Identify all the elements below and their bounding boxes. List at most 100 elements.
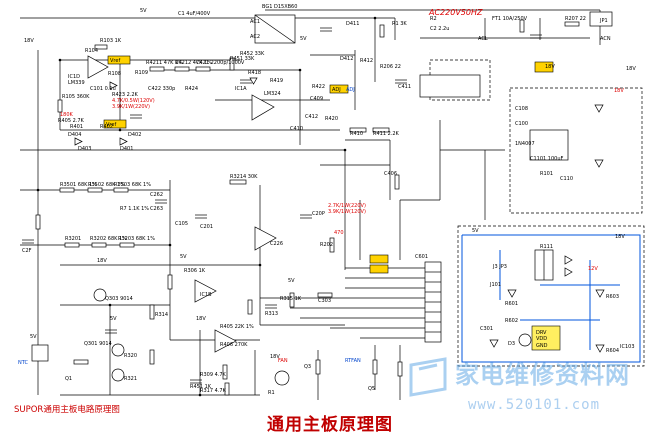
component-label: C410 xyxy=(290,126,303,132)
transformer-t1 xyxy=(534,249,554,281)
resistor xyxy=(289,292,295,308)
red-note: 12V xyxy=(588,266,598,272)
component-label: R4211 47K 1% xyxy=(146,60,183,66)
red-note: 3.9K/1W(220V) xyxy=(112,104,150,110)
component-label: R604 xyxy=(606,348,619,354)
junction-dot xyxy=(36,188,40,192)
blue-tag: ADJ xyxy=(346,87,355,93)
component-label: R4212 47K 1% xyxy=(175,60,212,66)
component-label: R108 xyxy=(108,71,121,77)
component-label: R452 33K xyxy=(240,51,265,57)
component-label: R320 xyxy=(124,353,137,359)
component-label: C409 xyxy=(310,96,323,102)
diode xyxy=(109,81,118,90)
component-label: C201 xyxy=(200,224,213,230)
component-label: R3201 xyxy=(65,236,81,242)
watermark-logo-icon xyxy=(409,357,447,397)
component-label: 1N4007 xyxy=(515,141,535,147)
tag-adj xyxy=(329,84,349,94)
component-label: C1 4uF/400V xyxy=(178,11,211,17)
component-label: ACL xyxy=(478,36,488,42)
red-note: 4.7K/0.5W(120V) xyxy=(112,98,155,104)
component-label: D401 xyxy=(120,146,133,152)
component-label: R314 xyxy=(155,312,168,318)
power-label: 5V xyxy=(110,316,117,322)
opamp-ic1c xyxy=(214,329,237,353)
component-label: R3503 68K 1% xyxy=(114,182,151,188)
junction-dot xyxy=(198,393,202,397)
drv-text: DRV xyxy=(536,330,547,336)
component-label: R101 xyxy=(540,171,553,177)
blue-tag: RTFAN xyxy=(345,358,361,364)
resistor xyxy=(91,242,107,248)
switching-psu-box xyxy=(457,225,645,367)
tag-vref xyxy=(107,55,131,65)
resistor xyxy=(394,174,400,190)
component-label: C263 xyxy=(150,206,163,212)
component-label: R321 xyxy=(124,376,137,382)
component-label: R202 xyxy=(320,242,333,248)
component-label: C101 0.1u xyxy=(90,86,116,92)
component-label: C301 xyxy=(480,326,493,332)
component-label: ACN xyxy=(600,36,611,42)
schematic-title: 通用主板原理图 xyxy=(267,415,393,435)
junction-dot xyxy=(258,263,262,267)
red-note: 180K xyxy=(60,112,74,118)
component-label: R3502 68K 1% xyxy=(88,182,125,188)
diode xyxy=(595,344,605,353)
component-label: Q301 9014 xyxy=(84,341,112,347)
tag-vcc xyxy=(534,61,554,73)
resistor xyxy=(564,21,580,27)
red-note: 18V xyxy=(614,88,624,94)
component-label: D404 xyxy=(68,132,81,138)
component-label: R3202 68K 1% xyxy=(90,236,127,242)
psu-sub-box xyxy=(509,87,643,214)
resistor xyxy=(59,187,75,193)
component-label: R405 22K 1% xyxy=(220,324,254,330)
power-label: 18V xyxy=(545,64,555,70)
resistor xyxy=(317,292,333,298)
component-label: Q1 xyxy=(65,376,72,382)
resistor xyxy=(149,349,155,365)
resistors xyxy=(35,19,580,396)
power-label: 5V xyxy=(30,334,37,340)
resistor xyxy=(229,57,235,71)
component-label: R7 1.1K 1% xyxy=(120,206,149,212)
diode xyxy=(564,255,573,265)
power-label: 5V xyxy=(288,278,295,284)
power-label: 5V xyxy=(300,36,307,42)
diode xyxy=(594,104,604,113)
component-label: C601 xyxy=(415,254,428,260)
diode xyxy=(564,267,573,277)
component-label: R2 xyxy=(430,16,437,22)
resistor xyxy=(222,364,228,380)
diode xyxy=(249,77,258,85)
component-label: R105 360K xyxy=(62,94,90,100)
resistor xyxy=(149,304,155,320)
opamp-ic1f xyxy=(254,226,277,251)
watermark-url: www.520101.com xyxy=(468,397,601,413)
component-label: R411 2.2K xyxy=(373,131,400,137)
component-label: D403 xyxy=(78,146,91,152)
component-label: R406 270K xyxy=(220,342,248,348)
component-label: C262 xyxy=(150,192,163,198)
component-label: C100 xyxy=(515,121,528,127)
tag-vref2 xyxy=(103,119,127,129)
resistor xyxy=(35,214,41,230)
power-label: 18V xyxy=(626,66,636,72)
component-label: R424 xyxy=(185,86,198,92)
component-label: C2 2.2u xyxy=(430,26,449,32)
component-label: R420 xyxy=(325,116,338,122)
schematic-subtitle: SUPOR通用主板电路原理图 xyxy=(14,405,120,415)
component-label: AC1 xyxy=(250,19,260,25)
component-label: C412 xyxy=(305,114,318,120)
tag-18v xyxy=(369,264,389,274)
component-label: R451 33K xyxy=(230,56,255,62)
component-label: R315 1K xyxy=(280,296,302,302)
component-label: IC103 xyxy=(620,344,635,350)
junction-dot xyxy=(108,303,112,307)
component-label: R111 xyxy=(540,244,553,250)
component-label: D412 xyxy=(340,56,353,62)
component-label: C2F xyxy=(22,248,32,254)
power-label: 18V xyxy=(615,234,625,240)
